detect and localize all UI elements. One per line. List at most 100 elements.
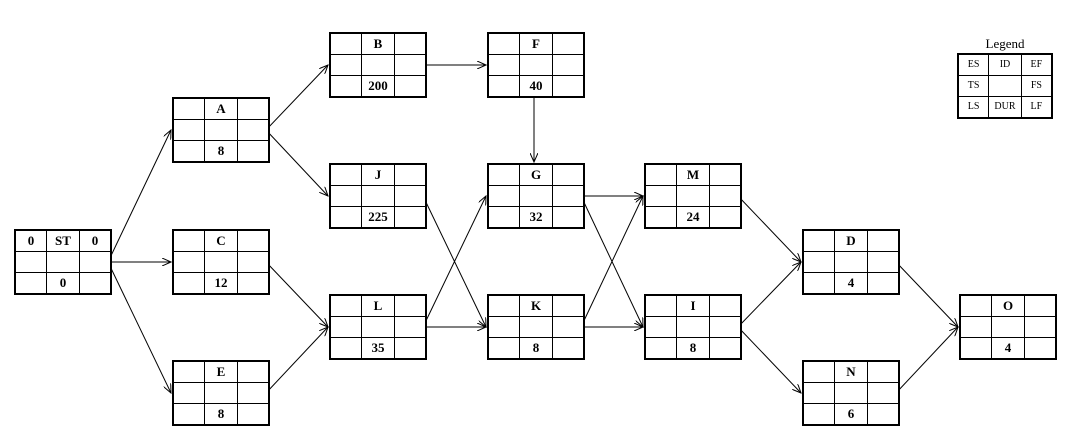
node-blank-cell xyxy=(834,382,868,404)
node-blank-cell xyxy=(519,185,553,207)
legend-dur: DUR xyxy=(988,96,1022,119)
node-early-finish-cell xyxy=(552,32,585,55)
node-duration-cell: 32 xyxy=(519,206,553,229)
node-blank-cell xyxy=(46,251,80,273)
node-early-start-cell xyxy=(329,294,362,317)
node-duration-cell: 225 xyxy=(361,206,395,229)
dependency-arrows xyxy=(107,65,958,394)
node-activity-id-cell: L xyxy=(361,294,395,317)
node-total-slack-cell xyxy=(487,54,520,76)
arrow-st-to-e xyxy=(107,261,171,393)
node-early-finish-cell xyxy=(237,360,270,383)
node-total-slack-cell xyxy=(959,316,992,338)
node-free-slack-cell xyxy=(867,382,900,404)
node-free-slack-cell xyxy=(552,185,585,207)
activity-node-f: F 40 xyxy=(487,32,585,98)
arrow-d-to-o xyxy=(895,261,958,327)
node-total-slack-cell xyxy=(487,185,520,207)
node-total-slack-cell xyxy=(329,185,362,207)
arrow-a-to-b xyxy=(265,65,328,131)
node-free-slack-cell xyxy=(552,54,585,76)
node-early-finish-cell xyxy=(552,294,585,317)
node-activity-id-cell: A xyxy=(204,97,238,120)
node-early-finish-cell xyxy=(237,229,270,252)
legend-ts: TS xyxy=(957,75,990,97)
node-early-start-cell xyxy=(487,32,520,55)
node-late-start-cell xyxy=(172,140,205,163)
node-blank-cell xyxy=(204,119,238,141)
node-late-finish-cell xyxy=(709,337,742,360)
node-total-slack-cell xyxy=(172,382,205,404)
node-duration-cell: 12 xyxy=(204,272,238,295)
node-early-start-cell xyxy=(802,229,835,252)
node-free-slack-cell xyxy=(394,185,427,207)
node-early-start-cell xyxy=(329,163,362,186)
node-early-finish-cell xyxy=(237,97,270,120)
node-activity-id-cell: D xyxy=(834,229,868,252)
legend-title: Legend xyxy=(985,36,1025,51)
node-blank-cell xyxy=(361,185,395,207)
node-free-slack-cell xyxy=(709,185,742,207)
node-early-finish-cell xyxy=(394,32,427,55)
node-early-finish-cell xyxy=(552,163,585,186)
legend-table: ES ID EF TS FS LS DUR LF xyxy=(957,53,1053,119)
node-activity-id-cell: B xyxy=(361,32,395,55)
node-total-slack-cell xyxy=(487,316,520,338)
node-activity-id-cell: I xyxy=(676,294,710,317)
node-free-slack-cell xyxy=(1024,316,1057,338)
node-late-start-cell xyxy=(644,206,677,229)
node-late-start-cell xyxy=(329,75,362,98)
node-total-slack-cell xyxy=(802,382,835,404)
node-duration-cell: 8 xyxy=(204,403,238,426)
node-duration-cell: 40 xyxy=(519,75,553,98)
node-blank-cell xyxy=(204,382,238,404)
node-late-start-cell xyxy=(172,403,205,426)
node-blank-cell xyxy=(204,251,238,273)
node-early-start-cell xyxy=(802,360,835,383)
node-late-start-cell xyxy=(959,337,992,360)
arrow-e-to-l xyxy=(265,327,328,394)
node-duration-cell: 8 xyxy=(519,337,553,360)
arrow-k-to-m xyxy=(580,196,643,328)
node-duration-cell: 8 xyxy=(204,140,238,163)
node-free-slack-cell xyxy=(237,382,270,404)
node-total-slack-cell xyxy=(172,251,205,273)
legend-ef: EF xyxy=(1020,53,1053,76)
node-blank-cell xyxy=(991,316,1025,338)
legend-ls: LS xyxy=(957,96,990,119)
legend-fs: FS xyxy=(1020,75,1053,97)
node-early-start-cell xyxy=(487,163,520,186)
node-late-start-cell xyxy=(172,272,205,295)
node-late-finish-cell xyxy=(237,272,270,295)
node-free-slack-cell xyxy=(867,251,900,273)
arrow-c-to-l xyxy=(265,261,328,327)
node-early-start-cell xyxy=(644,163,677,186)
node-early-finish-cell: 0 xyxy=(79,229,112,252)
node-early-start-cell xyxy=(329,32,362,55)
node-duration-cell: 6 xyxy=(834,403,868,426)
node-total-slack-cell xyxy=(14,251,47,273)
node-activity-id-cell: N xyxy=(834,360,868,383)
node-duration-cell: 35 xyxy=(361,337,395,360)
node-duration-cell: 8 xyxy=(676,337,710,360)
legend-es: ES xyxy=(957,53,990,76)
node-duration-cell: 24 xyxy=(676,206,710,229)
arrow-n-to-o xyxy=(895,327,958,394)
legend-id: ID xyxy=(988,53,1022,76)
legend-blank xyxy=(988,75,1022,97)
node-late-start-cell xyxy=(487,337,520,360)
node-free-slack-cell xyxy=(709,316,742,338)
activity-node-l: L 35 xyxy=(329,294,427,360)
node-blank-cell xyxy=(361,316,395,338)
node-activity-id-cell: F xyxy=(519,32,553,55)
node-duration-cell: 4 xyxy=(991,337,1025,360)
node-early-start-cell xyxy=(172,229,205,252)
node-late-start-cell xyxy=(487,206,520,229)
node-duration-cell: 0 xyxy=(46,272,80,295)
node-late-finish-cell xyxy=(237,403,270,426)
